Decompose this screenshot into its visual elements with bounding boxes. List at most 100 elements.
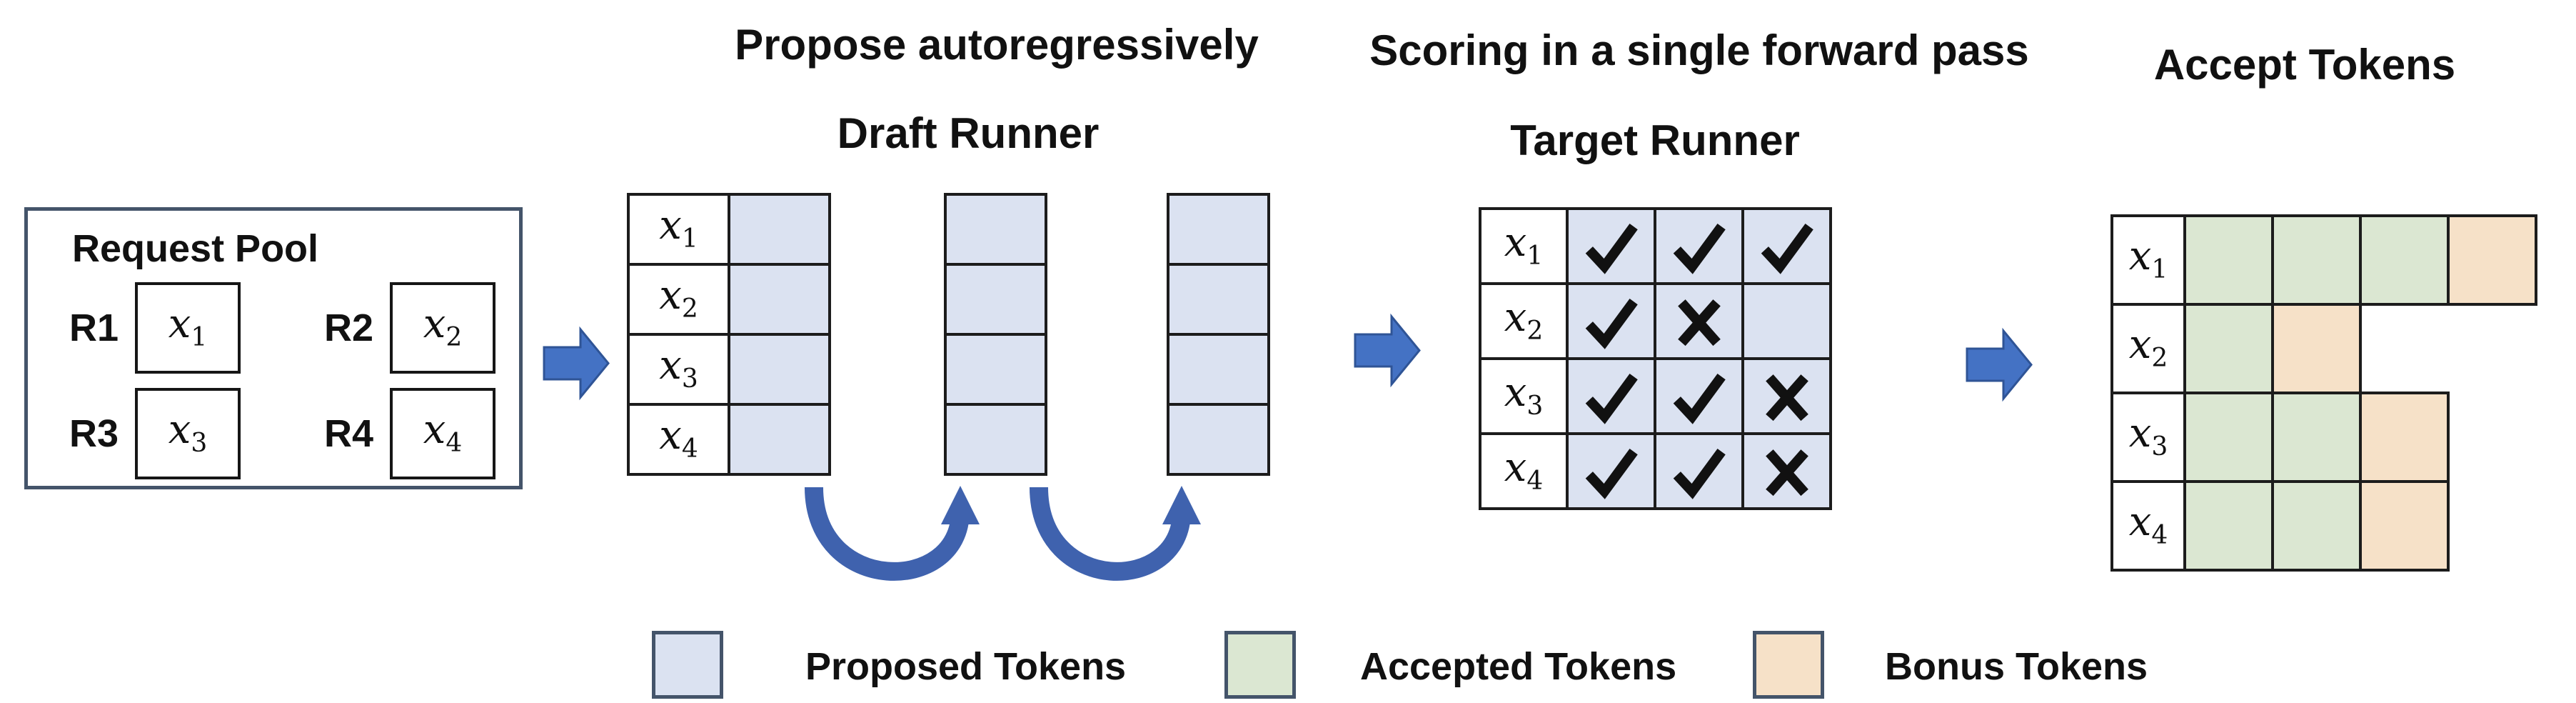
- request-label: R1: [69, 306, 119, 349]
- token-label: x3: [2128, 410, 2168, 462]
- request-item: R4 x4: [324, 388, 495, 479]
- draft-step3-column: [1167, 193, 1270, 476]
- accepted-tokens-label: Accepted Tokens: [1360, 645, 1677, 688]
- accepted-token-cell: [2183, 303, 2274, 394]
- proposed-token-cell: [1167, 333, 1270, 406]
- target-row-label-cell: x4: [1479, 432, 1569, 510]
- token-label: x1: [2128, 233, 2168, 285]
- draft-step2-column: [944, 193, 1047, 476]
- target-row-label-cell: x2: [1479, 282, 1569, 360]
- proposed-token-cell: [944, 403, 1047, 476]
- draft-row: x3: [627, 333, 831, 406]
- request-item: R3 x3: [69, 388, 241, 479]
- bonus-token-cell: [2359, 392, 2450, 483]
- score-cell: [1654, 432, 1744, 510]
- accept-row-label-cell: x3: [2110, 392, 2186, 483]
- request-pool-box: Request Pool R1 x1 R2 x2 R3 x3 R4 x4: [24, 207, 523, 489]
- token-label: x4: [2128, 499, 2168, 551]
- cross-icon: [1677, 299, 1721, 346]
- proposed-tokens-swatch: [652, 631, 723, 699]
- loop-arrowhead-icon: [1162, 486, 1201, 524]
- score-cell: [1741, 357, 1832, 435]
- request-token-box: x4: [390, 388, 495, 479]
- token-label: x1: [1504, 219, 1544, 271]
- token-label: x2: [659, 272, 698, 324]
- proposed-token-cell: [944, 333, 1047, 406]
- score-cell: [1566, 282, 1656, 360]
- draft-row: x4: [627, 403, 831, 476]
- proposed-token-cell: [728, 333, 831, 406]
- token-label: x1: [168, 301, 208, 353]
- check-icon: [1585, 223, 1638, 274]
- bonus-token-cell: [2271, 303, 2362, 394]
- draft-row: [944, 403, 1047, 476]
- arrow-right-icon: [543, 326, 610, 401]
- target-row: x2: [1479, 282, 1832, 360]
- request-item: R1 x1: [69, 282, 241, 374]
- token-label: x2: [1504, 294, 1544, 346]
- accept-row-label-cell: x4: [2110, 480, 2186, 572]
- bonus-token-cell: [2447, 214, 2537, 306]
- cross-icon: [1765, 374, 1808, 421]
- score-cell: [1566, 357, 1656, 435]
- draft-row: [944, 263, 1047, 336]
- target-row: x3: [1479, 357, 1832, 435]
- token-label: x3: [168, 407, 208, 459]
- score-cell: [1741, 282, 1832, 360]
- target-scoring-grid: x1 x2 x3 x4: [1479, 207, 1832, 510]
- token-label: x2: [2128, 321, 2168, 374]
- token-label: x4: [1504, 444, 1544, 497]
- arrow-right-icon: [1966, 327, 2033, 402]
- check-icon: [1585, 373, 1638, 424]
- check-icon: [1585, 448, 1638, 499]
- request-token-box: x1: [135, 282, 241, 374]
- proposed-token-cell: [728, 193, 831, 266]
- loop-arrow-icon: [805, 487, 970, 581]
- request-token-box: x3: [135, 388, 241, 479]
- loop-arrowhead-icon: [941, 486, 980, 524]
- score-cell: [1741, 207, 1832, 285]
- proposed-tokens-label: Proposed Tokens: [805, 645, 1127, 688]
- draft-row: [944, 333, 1047, 406]
- accept-stage-title: Accept Tokens: [2153, 41, 2456, 89]
- proposed-token-cell: [1167, 403, 1270, 476]
- accept-row: x1: [2110, 214, 2537, 306]
- accept-tokens-grid: x1 x2 x3 x4: [2110, 214, 2537, 572]
- loop-arrow-icon: [1030, 487, 1191, 581]
- score-cell: [1741, 432, 1832, 510]
- proposed-token-cell: [728, 403, 831, 476]
- draft-row-label-cell: x3: [627, 333, 730, 406]
- bonus-tokens-swatch: [1753, 631, 1824, 699]
- draft-row: x2: [627, 263, 831, 336]
- bonus-tokens-label: Bonus Tokens: [1885, 645, 2148, 688]
- score-cell: [1654, 207, 1744, 285]
- draft-row-label-cell: x4: [627, 403, 730, 476]
- check-icon: [1673, 223, 1726, 274]
- target-row-label-cell: x3: [1479, 357, 1569, 435]
- draft-row: [1167, 263, 1270, 336]
- token-label: x4: [423, 407, 463, 459]
- bonus-token-cell: [2359, 480, 2450, 572]
- draft-row: x1: [627, 193, 831, 266]
- draft-row-label-cell: x1: [627, 193, 730, 266]
- token-label: x2: [423, 301, 463, 353]
- accepted-token-cell: [2359, 214, 2450, 306]
- token-label: x4: [659, 412, 698, 464]
- request-label: R2: [324, 306, 374, 349]
- request-item: R2 x2: [324, 282, 495, 374]
- arrow-right-icon: [1354, 313, 1421, 388]
- draft-row: [1167, 403, 1270, 476]
- request-label: R3: [69, 412, 119, 455]
- proposed-token-cell: [728, 263, 831, 336]
- draft-row: [1167, 333, 1270, 406]
- request-pool-title: Request Pool: [72, 227, 319, 270]
- target-runner-subtitle: Target Runner: [1510, 116, 1800, 164]
- check-icon: [1673, 373, 1726, 424]
- draft-row-label-cell: x2: [627, 263, 730, 336]
- target-stage-title: Scoring in a single forward pass: [1369, 26, 2029, 74]
- accept-row: x3: [2110, 392, 2537, 483]
- accept-row: x4: [2110, 480, 2537, 572]
- score-cell: [1566, 432, 1656, 510]
- check-icon: [1585, 298, 1638, 349]
